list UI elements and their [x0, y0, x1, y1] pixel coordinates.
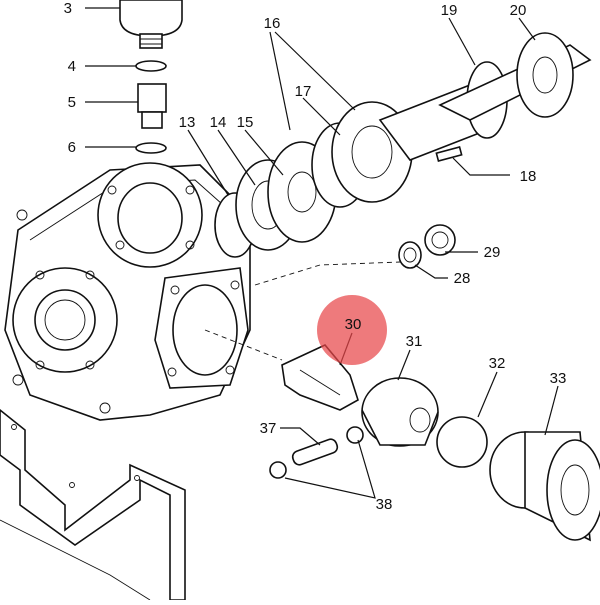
- callout-32: 32: [489, 355, 506, 372]
- callout-29: 29: [484, 244, 501, 261]
- callout-38: 38: [376, 496, 393, 513]
- oil-cup-assembly: [119, 0, 183, 154]
- callout-6: 6: [68, 139, 76, 156]
- callout-33: 33: [550, 370, 567, 387]
- plug-and-washer: [398, 224, 456, 269]
- callout-28: 28: [454, 270, 471, 287]
- callout-30: 30: [345, 316, 362, 333]
- highlight-circle: [317, 295, 387, 365]
- callout-13: 13: [179, 114, 196, 131]
- callout-15: 15: [237, 114, 254, 131]
- callout-19: 19: [441, 2, 458, 19]
- callout-18: 18: [520, 168, 537, 185]
- mounting-frame: [0, 408, 186, 601]
- callout-37: 37: [260, 420, 277, 437]
- callout-20: 20: [510, 2, 527, 19]
- callout-17: 17: [295, 83, 312, 100]
- callout-14: 14: [210, 114, 227, 131]
- callout-3: 3: [64, 0, 72, 17]
- callout-5: 5: [68, 94, 76, 111]
- pump-housing: [4, 162, 251, 421]
- callout-4: 4: [68, 58, 76, 75]
- piston-assembly: [269, 344, 600, 542]
- leader-lines: [85, 7, 559, 499]
- shaft-assembly: [214, 32, 592, 258]
- callout-16: 16: [264, 15, 281, 32]
- callout-31: 31: [406, 333, 423, 350]
- callout-labels: 3 4 5 6 13 14 15 16 17 18 19 20 28 29 30…: [64, 0, 567, 513]
